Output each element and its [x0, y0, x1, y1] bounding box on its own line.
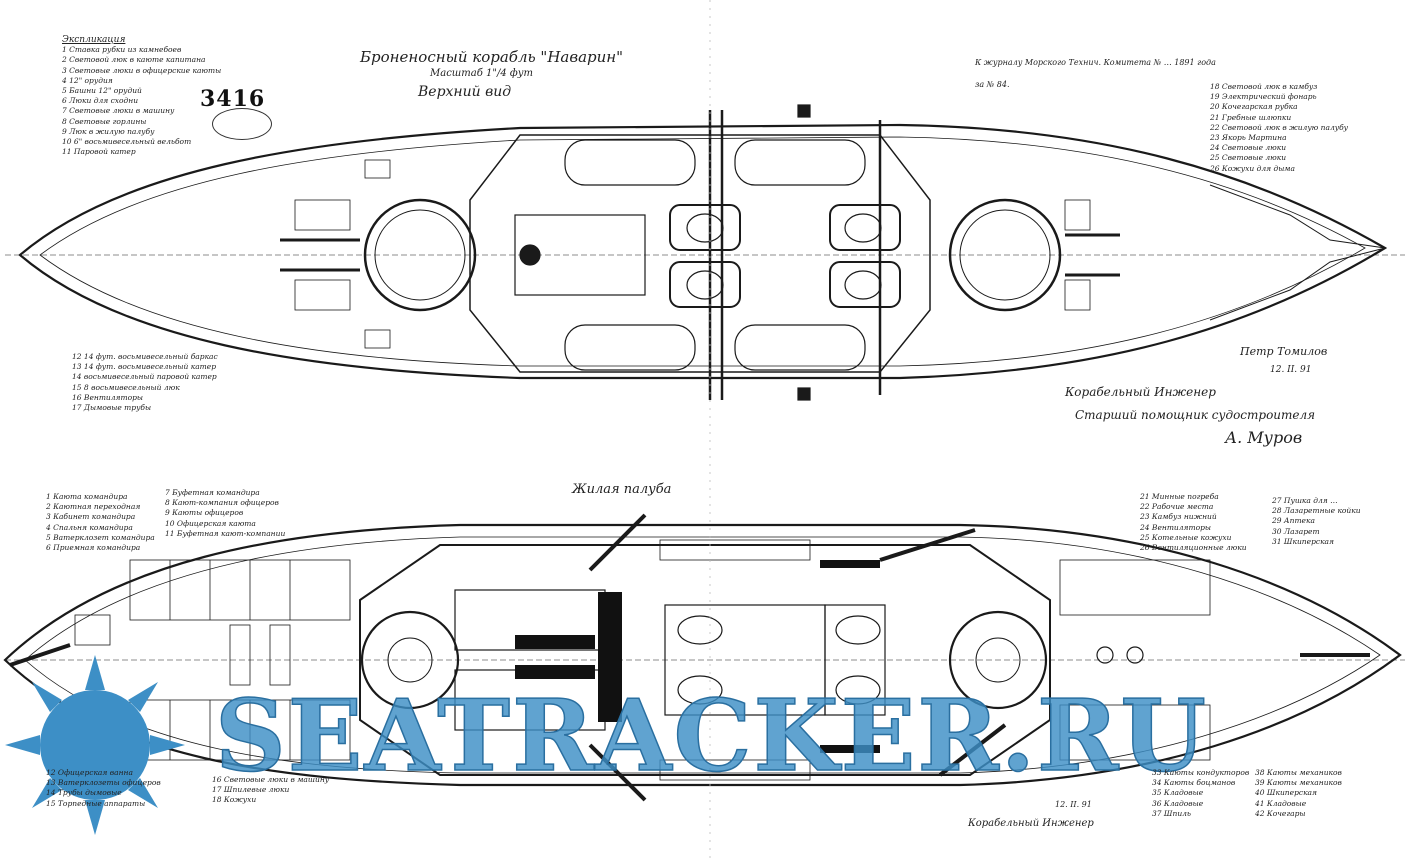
- legend-item: 21 Минные погреба: [1140, 492, 1219, 501]
- top-note: К журналу Морского Технич. Комитета № … …: [975, 58, 1216, 67]
- top-scale: Масштаб 1"/4 фут: [430, 68, 533, 79]
- legend-item: 25 Котельные кожухи: [1140, 532, 1232, 542]
- legend-item: 11 Буфетная кают-компании: [165, 528, 286, 538]
- legend-item: 22 Световой люк в жилую палубу: [1210, 122, 1349, 132]
- legend-item: 12 14 фут. восьмивесельный баркас: [72, 352, 218, 361]
- legend-item: 29 Аптека: [1272, 516, 1315, 526]
- legend-item: 30 Лазарет: [1272, 526, 1320, 536]
- deck-view-drawing: [3, 513, 1405, 802]
- legend-heading: Экспликация: [62, 35, 126, 45]
- top-legend-right: 18 Световой люк в камбуз 19 Электрически…: [1210, 82, 1348, 174]
- watermark-sun-icon: [5, 655, 185, 835]
- legend-item: 17 Шпилевые люки: [212, 785, 290, 795]
- legend-item: 1 Каюта командира: [46, 492, 128, 501]
- legend-item: 2 Каютная переходная: [46, 502, 141, 512]
- top-sign-person: А. Муров: [1225, 428, 1303, 447]
- legend-item: 1 Ставка рубки из камнебоев: [62, 45, 182, 55]
- deck-legend-bottom-right2: 38 Каюты механиков 39 Каюты механиков 40…: [1255, 768, 1342, 819]
- legend-item: 15 Торпедные аппараты: [46, 798, 146, 808]
- legend-item: 7 Световые люки в машину: [62, 106, 175, 116]
- legend-item: 15 8 восьмивесельный люк: [72, 382, 180, 392]
- legend-item: 26 Вентиляционные люки: [1140, 543, 1247, 553]
- deck-legend-bottom-right: 33 Каюты кондукторов 34 Каюты боцманов 3…: [1152, 768, 1249, 819]
- legend-item: 10 Офицерская каюта: [165, 518, 256, 528]
- legend-item: 42 Кочегары: [1255, 808, 1306, 818]
- deck-sign-date: 12. II. 91: [1055, 800, 1092, 809]
- top-legend-left: Экспликация 1 Ставка рубки из камнебоев …: [62, 35, 221, 157]
- deck-title: Жилая палуба: [572, 482, 672, 497]
- top-title: Броненосный корабль "Наварин": [360, 48, 624, 66]
- legend-item: 9 Каюты офицеров: [165, 508, 244, 518]
- legend-item: 31 Шкиперская: [1272, 536, 1334, 546]
- legend-item: 14 Трубы дымовые: [46, 788, 122, 798]
- legend-item: 2 Световой люк в каюте капитана: [62, 55, 206, 65]
- legend-item: 24 Вентиляторы: [1140, 522, 1212, 532]
- legend-item: 26 Кожухи для дыма: [1210, 163, 1295, 173]
- legend-item: 19 Электрический фонарь: [1210, 92, 1317, 102]
- legend-item: 27 Пушка для …: [1272, 496, 1338, 505]
- legend-item: 6 Приемная командира: [46, 543, 141, 553]
- top-note-number: за № 84.: [975, 80, 1010, 89]
- legend-item: 11 Паровой катер: [62, 147, 136, 157]
- top-view-drawing: [5, 104, 1405, 401]
- legend-item: 5 Башни 12" орудий: [62, 86, 142, 96]
- deck-legend-bottom-left: 12 Офицерская ванна 13 Ватерклозеты офиц…: [46, 768, 161, 809]
- legend-item: 23 Камбуз нижний: [1140, 512, 1217, 522]
- legend-item: 41 Кладовые: [1255, 798, 1307, 808]
- legend-item: 12 Офицерская ванна: [46, 768, 133, 777]
- legend-item: 16 Световые люки в машину: [212, 775, 330, 784]
- legend-item: 13 14 фут. восьмивесельный катер: [72, 362, 217, 372]
- legend-item: 3 Кабинет командира: [46, 512, 136, 522]
- legend-item: 4 Спальня командира: [46, 522, 133, 532]
- top-sign-line2: Старший помощник судостроителя: [1075, 408, 1316, 422]
- legend-item: 20 Кочегарская рубка: [1210, 102, 1298, 112]
- legend-item: 14 восьмивесельный паровой катер: [72, 372, 217, 382]
- deck-legend-right: 21 Минные погреба 22 Рабочие места 23 Ка…: [1140, 492, 1247, 553]
- legend-item: 34 Каюты боцманов: [1152, 778, 1236, 788]
- deck-legend-bottom-mid: 16 Световые люки в машину 17 Шпилевые лю…: [212, 775, 329, 806]
- legend-item: 8 Кают-компания офицеров: [165, 498, 279, 508]
- legend-item: 9 Люк в жилую палубу: [62, 126, 155, 136]
- legend-item: 37 Шпиль: [1152, 808, 1192, 818]
- top-signature-name: Петр Томилов: [1240, 345, 1328, 358]
- watermark-text: SEATRACKER.RU: [214, 679, 1208, 794]
- legend-item: 23 Якорь Мартина: [1210, 133, 1287, 143]
- top-view-label: Верхний вид: [418, 84, 512, 100]
- legend-item: 18 Кожухи: [212, 795, 257, 805]
- legend-item: 40 Шкиперская: [1255, 788, 1317, 798]
- legend-item: 35 Кладовые: [1152, 788, 1204, 798]
- legend-item: 16 Вентиляторы: [72, 392, 144, 402]
- legend-item: 18 Световой люк в камбуз: [1210, 82, 1318, 91]
- legend-item: 21 Гребные шлюпки: [1210, 112, 1292, 122]
- top-sign-line1: Корабельный Инженер: [1065, 385, 1216, 399]
- deck-legend-left: 1 Каюта командира 2 Каютная переходная 3…: [46, 492, 155, 553]
- legend-item: 22 Рабочие места: [1140, 502, 1214, 512]
- archive-number: 3416: [200, 86, 266, 112]
- legend-item: 6 Люки для сходни: [62, 96, 139, 106]
- deck-legend-mid: 7 Буфетная командира 8 Кают-компания офи…: [165, 488, 285, 539]
- legend-item: 24 Световые люки: [1210, 143, 1287, 153]
- legend-item: 13 Ватерклозеты офицеров: [46, 778, 161, 788]
- legend-item: 36 Кладовые: [1152, 798, 1204, 808]
- archive-stamp-icon: [212, 108, 272, 140]
- deck-legend-right2: 27 Пушка для … 28 Лазаретные койки 29 Ап…: [1272, 496, 1361, 547]
- legend-item: 39 Каюты механиков: [1255, 778, 1342, 788]
- legend-item: 10 6" восьмивесельный вельбот: [62, 137, 192, 147]
- legend-item: 5 Ватерклозет командира: [46, 532, 155, 542]
- legend-item: 4 12" орудия: [62, 75, 113, 85]
- legend-item: 38 Каюты механиков: [1255, 768, 1342, 777]
- legend-item: 33 Каюты кондукторов: [1152, 768, 1250, 777]
- legend-item: 3 Световые люки в офицерские каюты: [62, 65, 222, 75]
- top-legend-left-lower: 12 14 фут. восьмивесельный баркас 13 14 …: [72, 352, 218, 413]
- deck-signature: Корабельный Инженер: [968, 818, 1094, 829]
- legend-item: 28 Лазаретные койки: [1272, 506, 1361, 516]
- legend-item: 17 Дымовые трубы: [72, 403, 152, 413]
- legend-item: 25 Световые люки: [1210, 153, 1287, 163]
- top-signature-date: 12. II. 91: [1270, 365, 1312, 375]
- legend-item: 8 Световые горлины: [62, 116, 147, 126]
- legend-item: 7 Буфетная командира: [165, 488, 260, 497]
